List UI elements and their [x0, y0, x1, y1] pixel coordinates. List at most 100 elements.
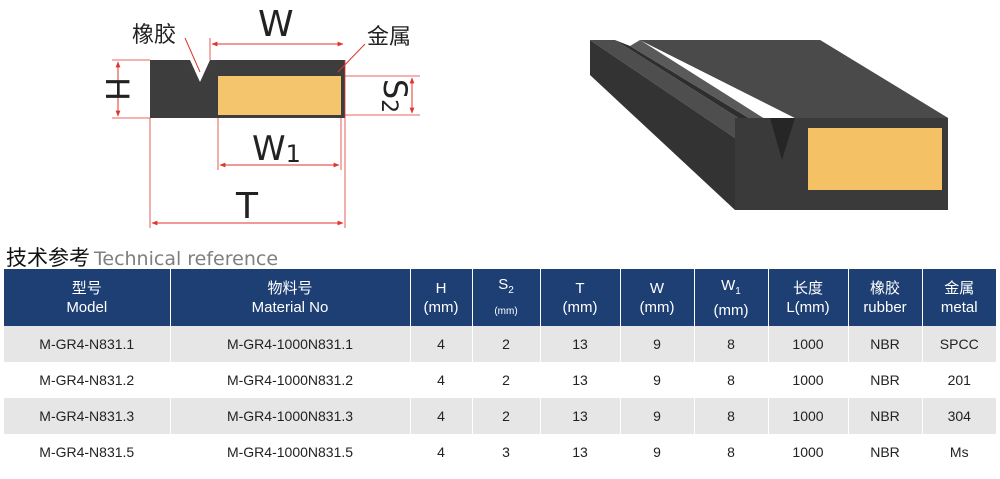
cell-metal: 201: [947, 372, 971, 388]
cell-metal: Ms: [949, 444, 969, 460]
profile-3d-render: [590, 40, 948, 210]
header-line1: T: [575, 279, 585, 297]
header-sub: 2: [508, 284, 514, 296]
rubber-top-right-main: [640, 40, 948, 118]
header-sub: 1: [735, 285, 741, 297]
cell-w: 9: [620, 362, 695, 398]
metal-label: 金属: [367, 25, 411, 50]
dim-label-s2-main: S: [376, 79, 414, 99]
cell-rubber: NBR: [848, 326, 923, 362]
cell-material-no: M-GR4-1000N831.3: [170, 398, 411, 434]
cell-t: 13: [540, 362, 621, 398]
cell-model: M-GR4-N831.2: [4, 362, 171, 398]
cell-s2: 2: [472, 398, 541, 434]
dim-label-w1-sub: 1: [286, 140, 301, 168]
cell-length: 1000: [768, 362, 849, 398]
cell-rubber: NBR: [848, 362, 923, 398]
heading-en: Technical reference: [94, 248, 279, 270]
cell-s2: 2: [472, 362, 541, 398]
cell-h: 4: [410, 398, 473, 434]
header-line1: S: [498, 275, 509, 293]
dim-label-s2-sub: 2: [376, 99, 401, 113]
header-w1: W1 (mm): [694, 269, 769, 326]
cell-h: 4: [410, 434, 473, 470]
header-line1: H: [435, 279, 447, 297]
dim-label-w1: W1: [252, 129, 301, 169]
cell-w: 9: [620, 326, 695, 362]
cell-w: 9: [620, 434, 695, 470]
header-line1: 金属: [944, 279, 975, 297]
cell-h: 4: [410, 326, 473, 362]
header-line2: Material No: [251, 298, 329, 316]
cell-metal: 304: [922, 398, 996, 434]
cell-length: 1000: [768, 398, 849, 434]
cell-t: 13: [540, 326, 621, 362]
cell-w1: 8: [694, 326, 769, 362]
header-line2: rubber: [863, 298, 907, 316]
header-w: W(mm): [620, 269, 695, 326]
header-line1: 橡胶: [869, 279, 900, 297]
cell-model: M-GR4-N831.3: [4, 398, 171, 434]
cell-t: 13: [540, 398, 621, 434]
header-line2: (mm): [639, 298, 675, 316]
cell-rubber: NBR: [848, 434, 923, 470]
header-h: H(mm): [410, 269, 473, 326]
header-s2: S2 (mm): [472, 269, 541, 326]
cell-w: 9: [620, 398, 695, 434]
header-line1: W: [649, 279, 665, 297]
dim-label-w1-main: W: [252, 129, 286, 169]
cell-material-no: M-GR4-1000N831.2: [170, 362, 411, 398]
groove-right-wall: [630, 40, 795, 140]
cell-w1: 8: [694, 362, 769, 398]
header-line2: Model: [66, 298, 108, 316]
header-t: T(mm): [540, 269, 621, 326]
metal-insert: [218, 76, 341, 115]
rubber-left-side: [590, 40, 735, 210]
cross-section-diagram: 橡胶 金属 W W1 T H S2: [98, 4, 420, 228]
header-line2: (mm): [494, 305, 518, 317]
header-line1: 型号: [71, 279, 102, 297]
cell-length: 1000: [768, 326, 849, 362]
cell-rubber: NBR: [848, 398, 923, 434]
header-line1: 物料号: [267, 279, 313, 297]
cell-w1: 8: [694, 434, 769, 470]
cell-material-no: M-GR4-1000N831.1: [170, 326, 411, 362]
metal-insert-front: [808, 128, 942, 190]
header-line2: (mm): [713, 301, 749, 319]
header-line2: L(mm): [786, 298, 830, 316]
cell-metal: SPCC: [922, 326, 996, 362]
cell-length: 1000: [768, 434, 849, 470]
dim-label-t: T: [235, 186, 259, 227]
dim-label-s2: S2: [376, 79, 414, 113]
header-line2: (mm): [423, 298, 459, 316]
cell-h: 4: [410, 362, 473, 398]
heading-zh: 技术参考: [6, 246, 90, 270]
cell-model: M-GR4-N831.5: [4, 434, 171, 470]
cell-model: M-GR4-N831.1: [4, 326, 171, 362]
cell-t: 13: [540, 434, 621, 470]
header-line2: metal: [940, 298, 978, 316]
header-line1: W: [721, 276, 736, 294]
cell-material-no: M-GR4-1000N831.5: [170, 434, 411, 470]
rubber-top-left: [590, 40, 770, 138]
header-line1: 长度: [792, 279, 823, 297]
cell-w1: 8: [694, 398, 769, 434]
groove-left-wall: [615, 40, 785, 140]
dim-label-w: W: [258, 4, 294, 45]
header-line2: (mm): [562, 298, 598, 316]
cell-s2: 2: [472, 326, 541, 362]
cell-s2: 3: [472, 434, 541, 470]
dim-label-h: H: [98, 77, 136, 101]
